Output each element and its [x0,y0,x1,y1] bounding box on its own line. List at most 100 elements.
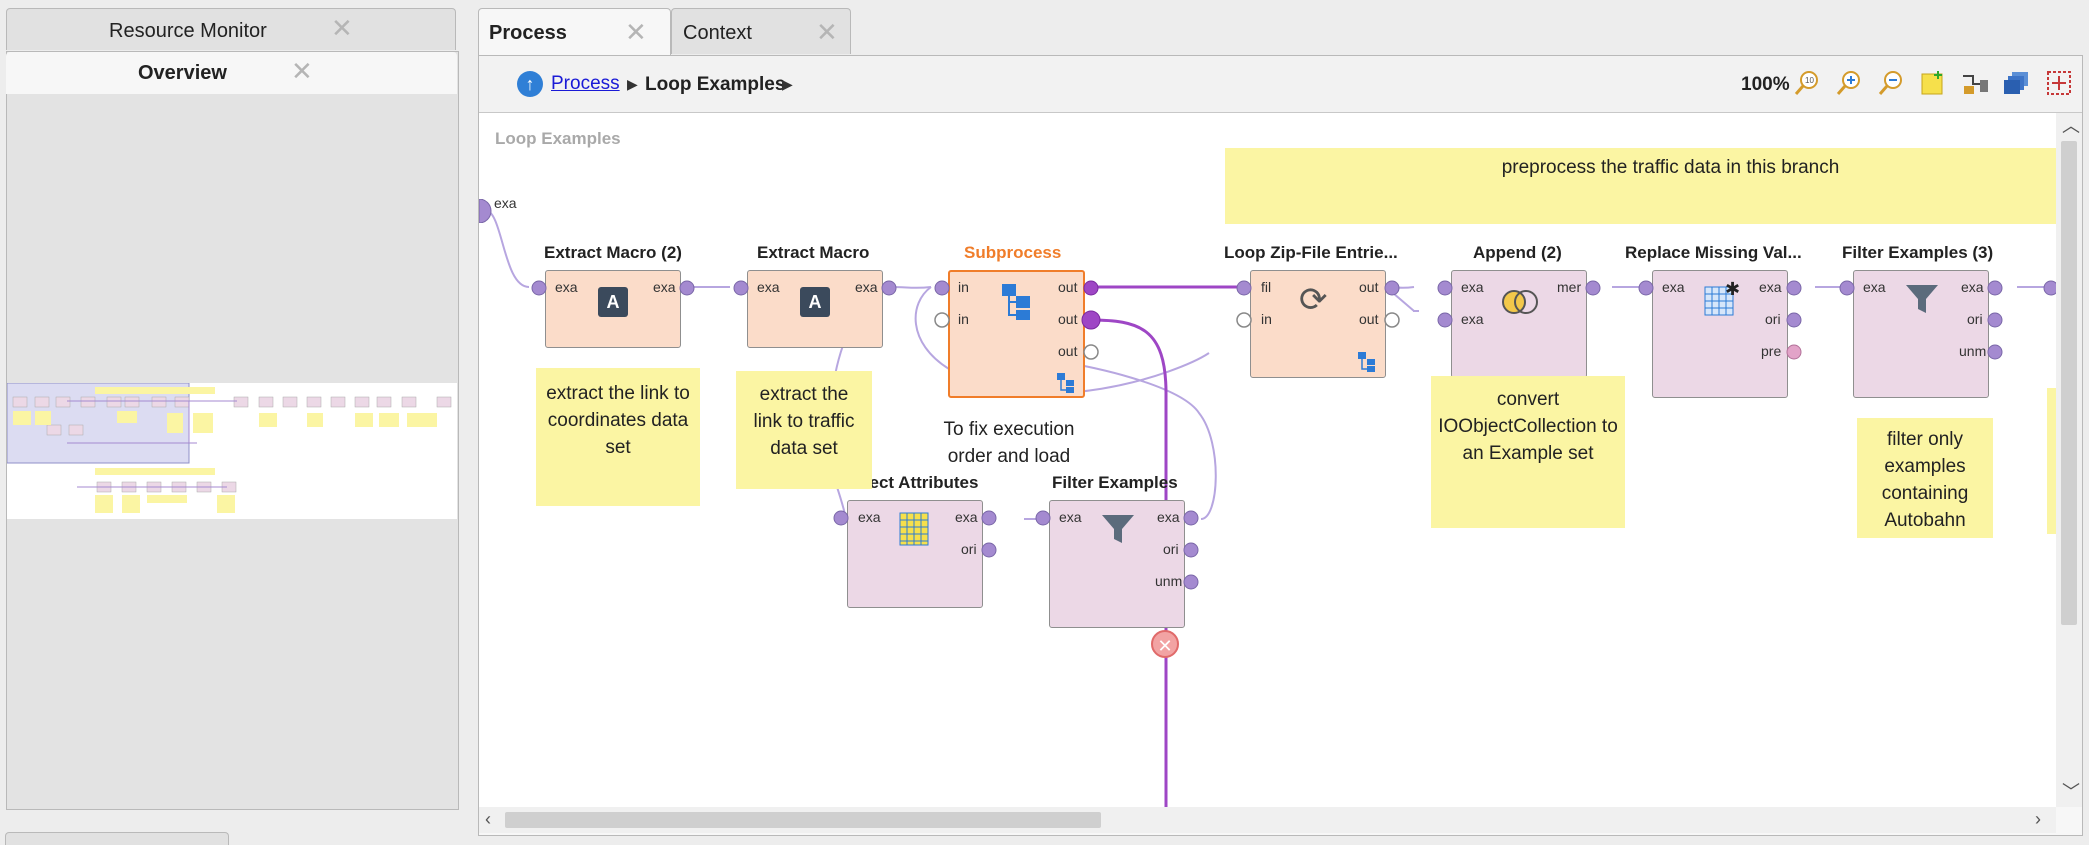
port-label-out: exa [653,279,676,295]
port-label-in: exa [1863,279,1886,295]
vertical-scrollbar[interactable]: ︿ ﹀ [2056,113,2082,807]
connection-lines [484,209,2047,807]
operator-subprocess[interactable] [948,270,1085,398]
horizontal-scroll-thumb[interactable] [505,812,1101,828]
note-fix-order[interactable]: To fix execution order and load files [934,416,1084,470]
close-icon[interactable]: ✕ [291,56,313,86]
zoom-in-icon[interactable] [1834,68,1864,98]
operator-extract-macro-2[interactable]: A [545,270,681,348]
svg-text:✱: ✱ [1725,281,1739,300]
note-convert[interactable]: convert IOObjectCollection to an Example… [1431,376,1625,528]
up-arrow-icon[interactable]: ↑ [517,71,543,97]
scroll-left-icon[interactable]: ‹ [485,809,491,829]
auto-wire-icon[interactable] [1960,68,1990,98]
operator-append-2[interactable] [1451,270,1587,378]
breadcrumb-expand-icon[interactable]: ▶ [782,76,793,92]
table-star-icon: ✱ [1704,281,1739,316]
note-extract-coordinates-text: extract the link to coordinates data set [546,383,690,458]
port-label-in: in [1261,311,1272,327]
note-extract-traffic-text: extract the link to traffic data set [753,384,855,459]
loop-icon: ⟳ [1299,281,1328,319]
error-icon[interactable]: ✕ [1151,630,1179,658]
port-label-out: exa [955,509,978,525]
port-label-in: exa [1662,279,1685,295]
breadcrumb-separator-icon: ▶ [627,76,638,92]
breadcrumb-current: Loop Examples [645,74,786,95]
note-extract-traffic[interactable]: extract the link to traffic data set [736,371,872,489]
note-extract-coordinates[interactable]: extract the link to coordinates data set [536,368,700,506]
port-label-in: fil [1261,279,1272,295]
nested-process-icon [1358,352,1375,372]
op-title-append-2: Append (2) [1473,243,1562,262]
op-title-subprocess: Subprocess [964,243,1062,262]
op-title-replace-missing: Replace Missing Val... [1625,243,1802,262]
port-label-out: out [1058,279,1078,295]
table-icon [899,512,929,546]
filter-icon [1906,285,1938,313]
arrange-layers-icon[interactable] [2002,68,2032,98]
bottom-left-tab-stub[interactable] [5,832,229,845]
port-label-out: out [1359,311,1379,327]
port-label-out: ori [1967,311,1983,327]
overview-minimap[interactable] [6,382,457,519]
port-label-in: exa [1461,311,1484,327]
port-label-out: exa [1759,279,1782,295]
note-filter-autobahn[interactable]: filter only examples containing Autobahn… [1857,418,1993,538]
tab-process[interactable]: Process ✕ [478,8,671,56]
note-clipped[interactable] [2047,388,2056,534]
tab-context-label: Context [683,22,752,44]
port-label-out: unm [1959,343,1987,359]
add-note-icon[interactable] [1918,68,1948,98]
zoom-fit-icon[interactable]: 10 [1792,68,1822,98]
fit-to-window-icon[interactable] [2044,68,2074,98]
op-title-loop-zip: Loop Zip-File Entrie... [1224,243,1398,262]
port-label-in: exa [555,279,578,295]
port-label-out: exa [1157,509,1180,525]
note-filter-autobahn-text: filter only examples containing Autobahn… [1881,429,1969,538]
process-canvas[interactable]: Loop Examples exa preprocess the [479,113,2056,807]
note-fix-order-text: To fix execution order and load files [943,419,1075,467]
macro-icon: A [598,287,628,317]
operator-replace-missing[interactable]: ✱ [1652,270,1788,398]
vertical-scroll-thumb[interactable] [2061,141,2077,625]
operator-filter-examples[interactable] [1049,500,1185,628]
port-label-in: exa [1461,279,1484,295]
scroll-up-icon[interactable]: ︿ [2062,116,2080,136]
close-icon[interactable]: ✕ [816,17,838,47]
tab-resource-monitor-label: Resource Monitor [109,20,267,42]
tab-process-label: Process [489,22,567,44]
port-label-out: exa [855,279,878,295]
nested-process-icon [1057,373,1074,393]
tab-overview[interactable]: Overview ✕ [6,52,457,94]
close-icon[interactable]: ✕ [331,13,353,43]
op-title-extract-macro: Extract Macro [757,243,870,262]
scroll-right-icon[interactable]: › [2035,809,2041,829]
canvas-input-port-label: exa [494,195,517,211]
operator-filter-examples-3[interactable] [1853,270,1989,398]
breadcrumb-process-link[interactable]: Process [551,73,620,94]
port-label-out: mer [1557,279,1582,295]
operator-loop-zip[interactable]: ⟳ [1250,270,1386,378]
op-title-filter-examples: Filter Examples [1052,473,1178,492]
note-convert-text: convert IOObjectCollection to an Example… [1438,389,1618,464]
operator-select-attributes[interactable] [847,500,983,608]
macro-icon: A [800,287,830,317]
note-preprocess[interactable]: preprocess the traffic data in this bran… [1225,148,2056,224]
tab-context[interactable]: Context ✕ [671,8,851,54]
operator-extract-macro[interactable]: A [747,270,883,348]
horizontal-scrollbar[interactable]: ‹ › [479,807,2056,833]
zoom-level: 100% [1741,74,1790,95]
scroll-down-icon[interactable]: ﹀ [2062,782,2080,802]
op-title-select-attributes: Select Attributes [844,473,979,492]
port-label-out: unm [1155,573,1183,589]
port-label-out: ori [1765,311,1781,327]
port-label-out: out [1359,279,1379,295]
port-label-out: out [1058,311,1078,327]
tab-resource-monitor[interactable]: Resource Monitor ✕ [6,8,456,50]
minimap-graphic [6,382,452,513]
port-label-out: out [1058,343,1078,359]
canvas-input-port[interactable] [479,199,493,223]
close-icon[interactable]: ✕ [625,17,647,47]
zoom-out-icon[interactable] [1876,68,1906,98]
port-label-in: exa [858,509,881,525]
